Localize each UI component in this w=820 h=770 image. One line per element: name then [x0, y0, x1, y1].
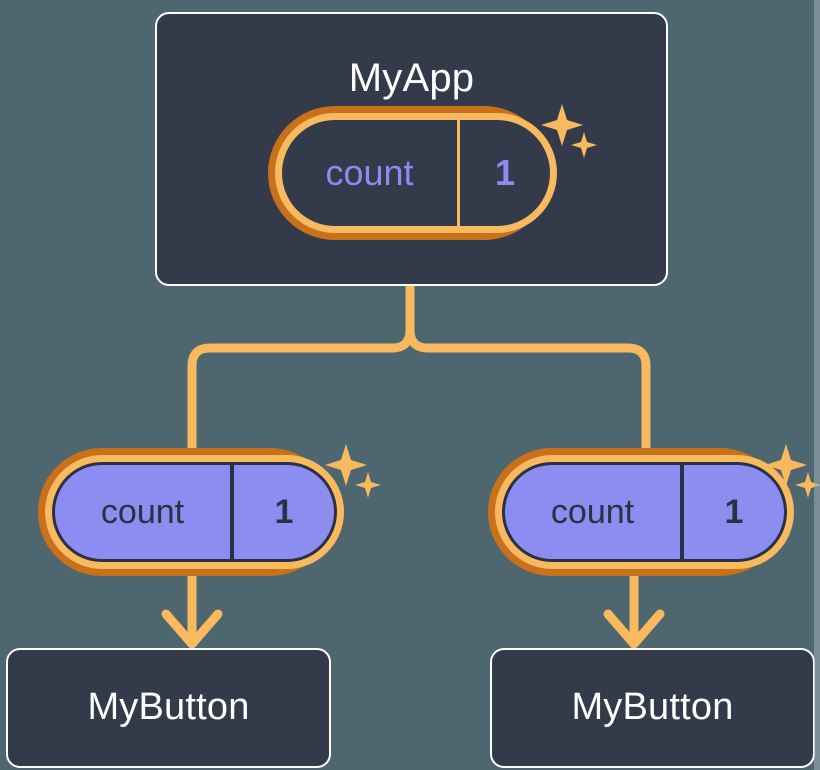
pill-value-label: 1: [494, 152, 516, 193]
component-card-title: MyButton: [571, 686, 734, 728]
pill-key-label: count: [100, 492, 185, 531]
right-edge-strip: [814, 0, 820, 770]
component-card-mybutton-right[interactable]: MyButton: [490, 648, 815, 768]
pill-divider: [457, 120, 460, 226]
component-card-title: MyApp: [348, 56, 475, 100]
state-pill-myapp[interactable]: count 1: [268, 106, 557, 240]
component-card-mybutton-left[interactable]: MyButton: [6, 648, 331, 768]
pill-body: count 1: [502, 462, 787, 562]
pill-divider: [230, 465, 234, 559]
pill-divider: [680, 465, 684, 559]
pill-key-label: count: [325, 152, 414, 193]
pill-ring: count 1: [495, 455, 794, 569]
component-card-title: MyButton: [87, 686, 250, 728]
arrow-down-icon-right: [603, 574, 665, 649]
pill-body: count 1: [282, 120, 550, 226]
arrow-down-icon-left: [161, 574, 223, 649]
pill-value-label: 1: [274, 492, 294, 531]
pill-value-label: 1: [724, 492, 744, 531]
props-pill-left[interactable]: count 1: [38, 448, 344, 576]
pill-key-label: count: [550, 492, 635, 531]
sparkle-small: [355, 472, 381, 498]
pill-body: count 1: [52, 462, 337, 562]
tree-branch-connector: [187, 281, 651, 455]
props-pill-right[interactable]: count 1: [488, 448, 794, 576]
pill-ring: count 1: [275, 113, 557, 233]
pill-ring: count 1: [45, 455, 344, 569]
